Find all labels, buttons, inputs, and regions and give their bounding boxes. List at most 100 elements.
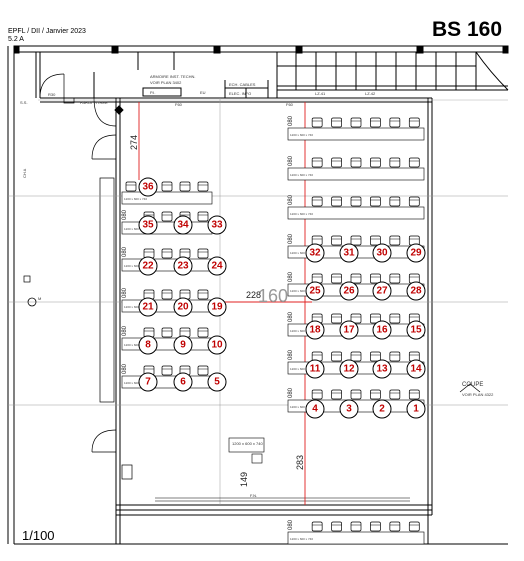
seat-marker-31: 31 [339,243,359,263]
seat-number: 5 [214,377,220,388]
chair [311,157,323,168]
chair [408,273,420,284]
seat-marker-circle [138,215,158,235]
chair [197,289,209,300]
chair [350,313,362,324]
chair [161,365,173,376]
table-label: 1200 x 600 x 740 [290,329,313,333]
seat-number: 2 [379,404,385,415]
seat-marker-8: 8 [138,335,158,355]
chair [331,117,342,128]
seat-number: 23 [177,261,189,272]
seat-number: 24 [211,261,223,272]
seat-marker-circle [339,320,359,340]
dimension-080: 080 [288,271,294,282]
seat-number: 33 [211,220,223,231]
label-paroi: PAROI VITREE [80,100,108,105]
room-number-watermark: 160 [258,286,288,306]
seat-number: 30 [376,248,388,259]
seat-number: 36 [142,182,154,193]
table-label: 1200 x 600 x 740 [124,227,147,231]
seat-marker-32: 32 [305,243,325,263]
seat-marker-26: 26 [339,281,359,301]
seat-marker-circle [207,256,227,276]
chair [389,157,401,168]
seat-marker-circle [173,335,193,355]
room-title: BS 160 [431,18,502,41]
seat-marker-22: 22 [138,256,158,276]
chair [370,389,381,400]
seat-marker-circle [406,359,426,379]
seat-marker-13: 13 [372,359,392,379]
chair [370,351,381,362]
label-eu: EU [200,90,206,95]
chair [311,117,323,128]
seat-marker-circle [138,335,158,355]
seat-number: 9 [180,340,186,351]
seat-marker-11: 11 [305,359,325,379]
label-f60-b: F60 [286,102,294,107]
table-label: 1200 x 600 x 740 [124,197,147,201]
dimension-080: 080 [288,115,294,126]
seat-number: 29 [410,248,422,259]
dimension-149: 149 [239,472,249,487]
plan-labels: R30 S.S. PAROI VITREE ARMOIRE INST. TECH… [20,74,494,498]
table-label: 1200 x 600 x 740 [290,173,313,177]
seat-marker-15: 15 [406,320,426,340]
table-row: 080 1200 x 600 x 740 [287,115,425,141]
label-lz41: LZ.41 [315,91,326,96]
chair [161,181,173,192]
chair [161,289,173,300]
table-label: 1200 x 600 x 740 [290,133,313,137]
chair [350,157,362,168]
chair [125,181,137,192]
seat-marker-20: 20 [173,297,193,317]
dimension-080: 080 [288,519,294,530]
seat-number: 6 [180,377,186,388]
chair [331,196,342,207]
seat-marker-10: 10 [207,335,227,355]
chair [370,235,381,246]
seat-marker-17: 17 [339,320,359,340]
seating: 1200 x 600 x 740 080 1200 x 600 x 740 080 12… [121,115,426,545]
label-ech: ECH. CABLES [229,82,256,87]
dimension-283: 283 [295,455,305,470]
seat-number: 7 [145,377,151,388]
chair [370,313,381,324]
scale-label: 1/100 [22,528,55,543]
chair [350,117,362,128]
seat-number: 20 [177,302,189,313]
chair [389,273,401,284]
seat-number: 22 [142,261,154,272]
chair [350,521,362,532]
seat-number: 16 [376,325,388,336]
seat-marker-circle [138,297,158,317]
seat-marker-circle [406,243,426,263]
dimension-228: 228 [246,290,261,300]
seat-marker-7: 7 [138,372,158,392]
dimension-080: 080 [288,349,294,360]
seat-marker-circle [406,281,426,301]
seat-marker-18: 18 [305,320,325,340]
chair [389,351,401,362]
chair [350,235,362,246]
table-label: 1200 x 600 x 740 [290,251,313,255]
chair [389,235,401,246]
seat-number: 17 [343,325,355,336]
chair [350,389,362,400]
seat-marker-circle [305,320,325,340]
label-pi: P.I. [150,90,156,95]
seat-marker-circle [305,243,325,263]
seat-marker-34: 34 [173,215,193,235]
seat-number: 13 [376,364,388,375]
chair [408,389,420,400]
table-label: 1200 x 600 x 740 [290,537,313,541]
seat-marker-circle [372,399,392,419]
seat-marker-36: 36 [138,177,158,197]
seat-marker-circle [173,256,193,276]
